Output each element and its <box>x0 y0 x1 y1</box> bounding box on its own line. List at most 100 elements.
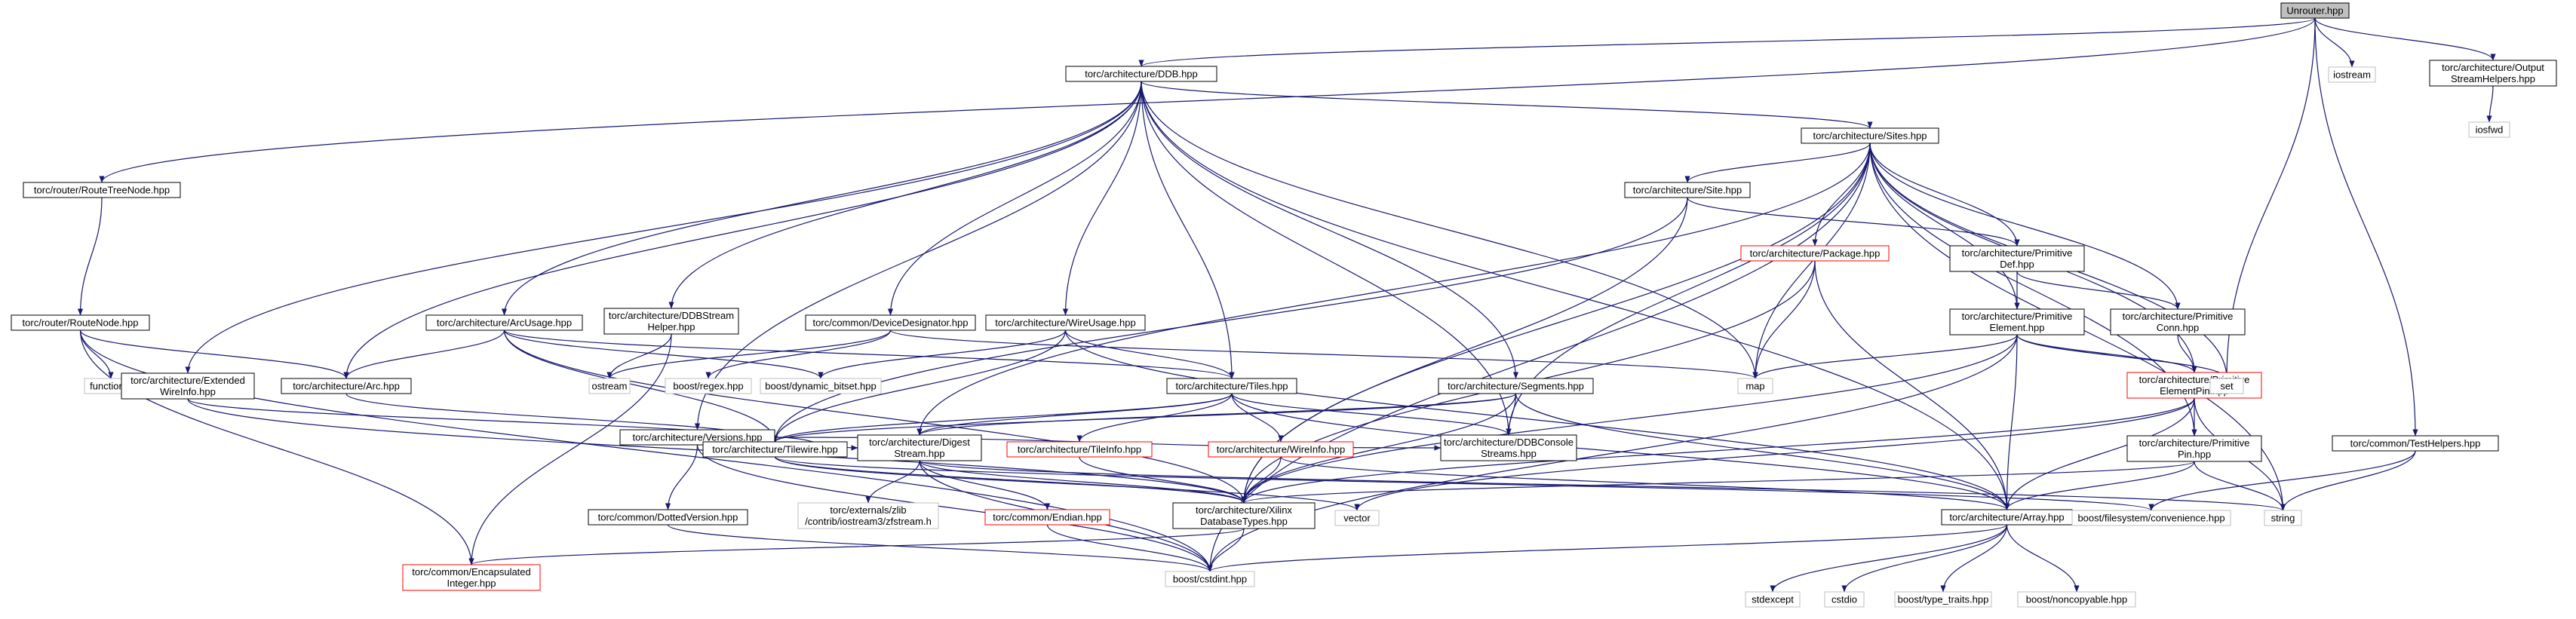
node-zstream-label-1: /contrib/iostream3/zfstream.h <box>805 516 932 527</box>
edge-ddbstream-to-encint <box>468 333 672 565</box>
node-arcusage[interactable]: torc/architecture/ArcUsage.hpp <box>425 314 583 331</box>
node-arc[interactable]: torc/architecture/Arc.hpp <box>281 378 412 394</box>
edge-ddb-to-arc <box>343 81 1142 379</box>
node-vector-label-0: vector <box>1343 513 1371 524</box>
node-xilinxdb[interactable]: torc/architecture/XilinxDatabaseTypes.hp… <box>1172 502 1316 529</box>
node-wireinfo[interactable]: torc/architecture/WireInfo.hpp <box>1208 441 1354 458</box>
node-routenode[interactable]: torc/router/RouteNode.hpp <box>11 314 150 331</box>
node-typetraits-box <box>1894 591 1992 608</box>
edge-tiles-to-tilewire <box>772 393 1233 443</box>
node-site-label-0: torc/architecture/Site.hpp <box>1633 185 1742 196</box>
node-tilewire-label-0: torc/architecture/Tilewire.hpp <box>712 444 837 455</box>
node-primdef-box <box>1949 245 2085 272</box>
node-iosfwd[interactable]: iosfwd <box>2468 121 2510 138</box>
edge-tiles-to-wireinfo <box>1231 393 1284 443</box>
node-wireusage[interactable]: torc/architecture/WireUsage.hpp <box>985 314 1146 331</box>
edge-wireusage-to-array <box>1064 329 2010 510</box>
edge-ddb-to-sites <box>1141 81 1873 129</box>
edge-segments-to-array <box>1515 393 2010 510</box>
node-output[interactable]: torc/architecture/OutputStreamHelpers.hp… <box>2429 60 2557 87</box>
node-string[interactable]: string <box>2264 510 2302 526</box>
node-fsconv[interactable]: boost/filesystem/convenience.hpp <box>2071 510 2231 526</box>
node-package[interactable]: torc/architecture/Package.hpp <box>1740 245 1890 262</box>
node-noncopyable[interactable]: boost/noncopyable.hpp <box>2017 591 2136 608</box>
node-tiles[interactable]: torc/architecture/Tiles.hpp <box>1166 378 1297 394</box>
node-wireusage-label-0: torc/architecture/WireUsage.hpp <box>995 317 1135 329</box>
edge-segments-to-ddbconsole <box>1506 393 1517 436</box>
edge-arcusage-to-tiles <box>503 329 1235 379</box>
node-cstdint[interactable]: boost/cstdint.hpp <box>1165 571 1255 587</box>
edge-dottedver-to-cstdint <box>667 524 1213 572</box>
node-output-label-0: torc/architecture/Output <box>2442 62 2544 73</box>
node-dynbitset[interactable]: boost/dynamic_bitset.hpp <box>760 378 882 394</box>
node-map-box <box>1737 378 1773 394</box>
node-stdexcept-label-0: stdexcept <box>1752 594 1794 605</box>
node-routetreenode[interactable]: torc/router/RouteTreeNode.hpp <box>23 182 181 198</box>
node-ddbstream-label-1: Helper.hpp <box>648 321 695 332</box>
edge-tiles-to-digest <box>916 393 1233 436</box>
node-cstdio[interactable]: cstdio <box>1824 591 1865 608</box>
edge-unrouter-to-routetreenode <box>99 17 2316 183</box>
node-vector-box <box>1334 510 1380 526</box>
node-typetraits[interactable]: boost/type_traits.hpp <box>1894 591 1992 608</box>
node-devdesig[interactable]: torc/common/DeviceDesignator.hpp <box>805 314 976 331</box>
node-dottedver-box <box>588 509 748 526</box>
node-digest-box <box>857 434 982 461</box>
node-boostregex[interactable]: boost/regex.hpp <box>665 378 752 394</box>
node-testhelpers[interactable]: torc/common/TestHelpers.hpp <box>2332 435 2499 452</box>
node-sites[interactable]: torc/architecture/Sites.hpp <box>1801 127 1939 144</box>
node-tileinfo[interactable]: torc/architecture/TileInfo.hpp <box>1006 441 1153 458</box>
node-primdef-label-0: torc/architecture/Primitive <box>1962 247 2073 259</box>
node-vector[interactable]: vector <box>1334 510 1380 526</box>
edge-devdesig-to-map <box>889 329 1758 379</box>
edge-sites-to-primelem <box>1869 142 2020 310</box>
edge-routenode-to-encint <box>79 329 474 565</box>
node-site[interactable]: torc/architecture/Site.hpp <box>1624 182 1751 198</box>
node-endian[interactable]: torc/common/Endian.hpp <box>984 509 1110 526</box>
edge-tiles-to-ddbconsole <box>1231 393 1512 436</box>
node-tiles-label-0: torc/architecture/Tiles.hpp <box>1175 381 1288 392</box>
edge-output-to-iosfwd <box>2486 85 2494 123</box>
node-tilewire[interactable]: torc/architecture/Tilewire.hpp <box>702 441 848 458</box>
node-stdexcept-box <box>1745 591 1801 608</box>
node-versions[interactable]: torc/architecture/Versions.hpp <box>619 429 775 446</box>
node-routetreenode-box <box>23 182 181 198</box>
node-string-box <box>2264 510 2302 526</box>
node-routenode-label-0: torc/router/RouteNode.hpp <box>23 317 139 329</box>
edge-sites-to-primconn <box>1869 142 2181 310</box>
node-set[interactable]: set <box>2209 378 2244 394</box>
edge-arcusage-to-dynbitset <box>503 329 824 379</box>
node-devdesig-label-0: torc/common/DeviceDesignator.hpp <box>813 317 969 329</box>
edge-site-to-tilewire <box>772 197 1688 443</box>
node-cstdint-box <box>1165 571 1255 587</box>
node-dottedver[interactable]: torc/common/DottedVersion.hpp <box>588 509 748 526</box>
node-fsconv-label-0: boost/filesystem/convenience.hpp <box>2077 513 2224 524</box>
edge-site-to-primdef <box>1687 197 2020 247</box>
node-array[interactable]: torc/architecture/Array.hpp <box>1941 509 2073 526</box>
node-package-label-0: torc/architecture/Package.hpp <box>1750 248 1881 259</box>
node-ddb[interactable]: torc/architecture/DDB.hpp <box>1065 66 1217 82</box>
edge-primelem-to-set <box>2016 334 2230 379</box>
edge-array-to-noncopyable <box>2006 524 2080 593</box>
edge-primdef-to-primconn <box>2016 271 2181 310</box>
node-segments[interactable]: torc/architecture/Segments.hpp <box>1438 378 1594 394</box>
node-iostream[interactable]: iostream <box>2328 66 2376 83</box>
node-unrouter[interactable]: Unrouter.hpp <box>2280 2 2350 19</box>
node-zstream[interactable]: torc/externals/zlib/contrib/iostream3/zf… <box>797 502 939 529</box>
node-primconn-label-0: torc/architecture/Primitive <box>2123 311 2234 322</box>
node-map[interactable]: map <box>1737 378 1773 394</box>
node-dynbitset-label-0: boost/dynamic_bitset.hpp <box>765 381 876 392</box>
node-cstdint-label-0: boost/cstdint.hpp <box>1173 574 1247 585</box>
node-stdexcept[interactable]: stdexcept <box>1745 591 1801 608</box>
node-ostream[interactable]: ostream <box>588 378 631 394</box>
edge-testhelpers-to-string <box>2280 450 2416 511</box>
